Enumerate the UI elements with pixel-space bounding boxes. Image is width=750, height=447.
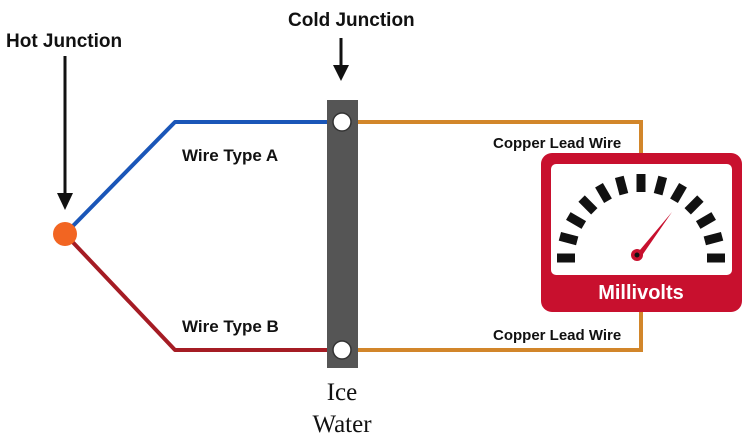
wire-type-b bbox=[63, 232, 342, 352]
gauge-tick bbox=[684, 195, 704, 215]
gauge-tick bbox=[695, 212, 716, 229]
wire-type-a bbox=[63, 120, 342, 236]
hot-junction-label: Hot Junction bbox=[6, 31, 122, 52]
wire-type-a-label: Wire Type A bbox=[182, 146, 278, 165]
cold-junction-terminal-top bbox=[332, 112, 352, 132]
hot-junction-point bbox=[53, 222, 77, 246]
cold-junction-label: Cold Junction bbox=[288, 10, 415, 31]
hot-junction-arrow-icon bbox=[57, 56, 73, 210]
gauge-tick bbox=[595, 183, 612, 204]
copper-lead-wire-bottom bbox=[344, 312, 643, 352]
gauge-needle bbox=[631, 212, 672, 261]
ice-label: Ice bbox=[327, 379, 358, 406]
millivolt-meter: Millivolts bbox=[541, 153, 742, 312]
gauge-tick bbox=[670, 183, 687, 204]
cold-junction-terminal-bottom bbox=[332, 340, 352, 360]
gauge-icon bbox=[557, 174, 725, 263]
gauge-tick bbox=[578, 195, 598, 215]
water-label: Water bbox=[312, 411, 372, 438]
gauge-tick bbox=[653, 175, 668, 196]
copper-lead-wire-top-label: Copper Lead Wire bbox=[493, 135, 621, 152]
cold-junction-arrow-icon bbox=[333, 38, 349, 81]
meter-label: Millivolts bbox=[598, 282, 684, 304]
copper-lead-wire-top bbox=[344, 120, 643, 158]
gauge-tick bbox=[566, 212, 587, 229]
gauge-tick bbox=[558, 231, 579, 246]
gauge-tick bbox=[703, 231, 724, 246]
gauge-tick bbox=[614, 175, 629, 196]
wire-type-b-label: Wire Type B bbox=[182, 317, 279, 336]
copper-lead-wire-bottom-label: Copper Lead Wire bbox=[493, 327, 621, 344]
cold-junction-block bbox=[327, 100, 358, 368]
